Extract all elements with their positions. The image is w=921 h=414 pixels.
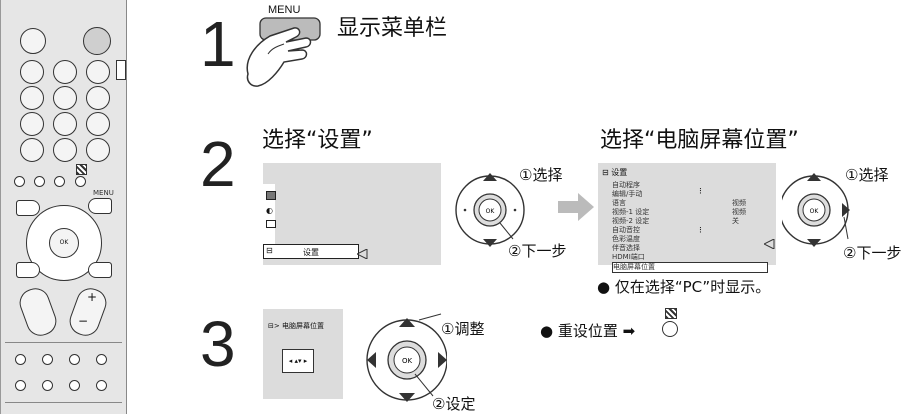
remote-button[interactable] bbox=[53, 138, 77, 162]
remote-divider bbox=[5, 402, 122, 403]
cursor-icon bbox=[764, 239, 775, 249]
remote-button[interactable] bbox=[20, 138, 44, 162]
step-2-next-right: ②下一步 bbox=[843, 244, 902, 262]
step-2-number: 2 bbox=[200, 128, 236, 200]
settings-item: HDMI端口 bbox=[612, 253, 645, 261]
dpad-select-left: OK bbox=[455, 173, 525, 247]
remote-bottom-left-button[interactable] bbox=[16, 262, 40, 278]
remote-small-button[interactable] bbox=[75, 176, 86, 187]
remote-small-button[interactable] bbox=[69, 380, 80, 391]
settings-item-selected[interactable]: 电脑屏幕位置 bbox=[612, 262, 768, 273]
picture-icon bbox=[266, 191, 276, 200]
settings-item: 色彩温度 bbox=[612, 235, 640, 243]
dpad-select-right: OK bbox=[782, 173, 850, 247]
position-screen-header: ⊟> 电脑屏幕位置 bbox=[268, 322, 324, 330]
timer-icon bbox=[266, 220, 276, 228]
settings-item: 视频-1 设定 bbox=[612, 208, 650, 216]
settings-arrow-icon: ⁝ bbox=[699, 187, 702, 197]
setup-label: 设置 bbox=[303, 248, 319, 257]
position-adjust-box: ◂ ▴▾ ▸ bbox=[282, 349, 314, 373]
remote-small-button[interactable] bbox=[54, 176, 65, 187]
settings-item: 伴音选择 bbox=[612, 244, 640, 252]
remote-small-button[interactable] bbox=[96, 354, 107, 365]
remote-small-button[interactable] bbox=[14, 176, 25, 187]
remote-volume-rocker[interactable] bbox=[15, 284, 61, 340]
settings-item: 编辑/手动 bbox=[612, 190, 643, 198]
remote-menu-button[interactable] bbox=[88, 198, 112, 214]
setup-row-highlight[interactable] bbox=[263, 244, 359, 259]
step-1-menu-label: MENU bbox=[268, 4, 301, 16]
step-1-text: 显示菜单栏 bbox=[337, 16, 448, 41]
settings-item: 自动程序 bbox=[612, 181, 640, 189]
remote-button[interactable] bbox=[86, 86, 110, 110]
remote-divider bbox=[5, 342, 122, 343]
svg-text:OK: OK bbox=[402, 357, 413, 365]
tv-menu-screen-right: ⊟ 设置 自动程序 编辑/手动 语言 视频-1 设定 视频-2 设定 自动音控 … bbox=[598, 163, 776, 273]
next-arrow-icon bbox=[558, 193, 594, 221]
setup-header: ⊟ 设置 bbox=[602, 168, 628, 177]
remote-qr-icon bbox=[76, 164, 87, 175]
setup-icon: ⊟ bbox=[266, 246, 273, 255]
step-2-title-left: 选择“设置” bbox=[262, 128, 373, 153]
remote-side-switch bbox=[116, 60, 126, 80]
remote-minus-label: − bbox=[78, 314, 89, 328]
remote-button[interactable] bbox=[53, 60, 77, 84]
step-2-next-left: ②下一步 bbox=[508, 242, 567, 260]
remote-button[interactable] bbox=[86, 112, 110, 136]
cursor-icon bbox=[357, 249, 368, 259]
settings-item: 视频-2 设定 bbox=[612, 217, 650, 225]
sound-icon: ◐ bbox=[266, 206, 273, 215]
remote-button[interactable] bbox=[20, 28, 46, 54]
remote-small-button[interactable] bbox=[34, 176, 45, 187]
remote-small-button[interactable] bbox=[42, 380, 53, 391]
settings-item: 语言 bbox=[612, 199, 626, 207]
remote-control: MENU OK + − bbox=[0, 0, 127, 414]
step-1-number: 1 bbox=[200, 8, 236, 80]
step-2-select-left: ①选择 bbox=[519, 166, 563, 184]
remote-button[interactable] bbox=[86, 60, 110, 84]
remote-small-button[interactable] bbox=[15, 354, 26, 365]
remote-button[interactable] bbox=[20, 86, 44, 110]
tv-menu-screen-left: ◐ ⊟ 设置 bbox=[263, 163, 441, 265]
remote-power-button[interactable] bbox=[83, 27, 111, 55]
reset-button-icon bbox=[662, 308, 678, 337]
step-3-set: ②设定 bbox=[432, 395, 476, 413]
dpad-adjust: OK bbox=[366, 313, 447, 402]
step-3-reset: ● 重设位置 ➡ bbox=[540, 322, 636, 340]
hand-pressing-menu-icon bbox=[246, 17, 321, 87]
remote-button[interactable] bbox=[53, 86, 77, 110]
settings-arrow-icon: ⁝ bbox=[699, 226, 702, 236]
settings-item: 自动音控 bbox=[612, 226, 640, 234]
remote-button[interactable] bbox=[53, 112, 77, 136]
remote-menu-label: MENU bbox=[93, 189, 114, 197]
remote-button[interactable] bbox=[20, 60, 44, 84]
step-2-title-right: 选择“电脑屏幕位置” bbox=[600, 128, 799, 153]
step-3-number: 3 bbox=[200, 308, 236, 380]
menu-icon-panel bbox=[263, 184, 275, 250]
settings-list: 自动程序 编辑/手动 语言 视频-1 设定 视频-2 设定 自动音控 色彩温度 … bbox=[612, 181, 768, 273]
svg-text:OK: OK bbox=[810, 208, 820, 215]
remote-small-button[interactable] bbox=[42, 354, 53, 365]
step-3-adjust: ①调整 bbox=[441, 320, 485, 338]
remote-plus-label: + bbox=[87, 290, 98, 304]
remote-ok-button[interactable]: OK bbox=[49, 228, 79, 258]
remote-small-button[interactable] bbox=[69, 354, 80, 365]
step-2-note: ● 仅在选择“PC”时显示。 bbox=[597, 278, 771, 296]
remote-bottom-right-button[interactable] bbox=[88, 262, 112, 278]
svg-text:OK: OK bbox=[486, 208, 496, 215]
remote-left-button[interactable] bbox=[16, 200, 40, 216]
remote-small-button[interactable] bbox=[15, 380, 26, 391]
remote-small-button[interactable] bbox=[96, 380, 107, 391]
settings-value: 关 bbox=[732, 217, 739, 225]
step-2-select-right: ①选择 bbox=[845, 166, 889, 184]
settings-value: 视频 bbox=[732, 199, 746, 207]
settings-value: 视频 bbox=[732, 208, 746, 216]
remote-button[interactable] bbox=[20, 112, 44, 136]
tv-position-screen: ⊟> 电脑屏幕位置 ◂ ▴▾ ▸ bbox=[263, 309, 343, 399]
remote-button[interactable] bbox=[86, 138, 110, 162]
